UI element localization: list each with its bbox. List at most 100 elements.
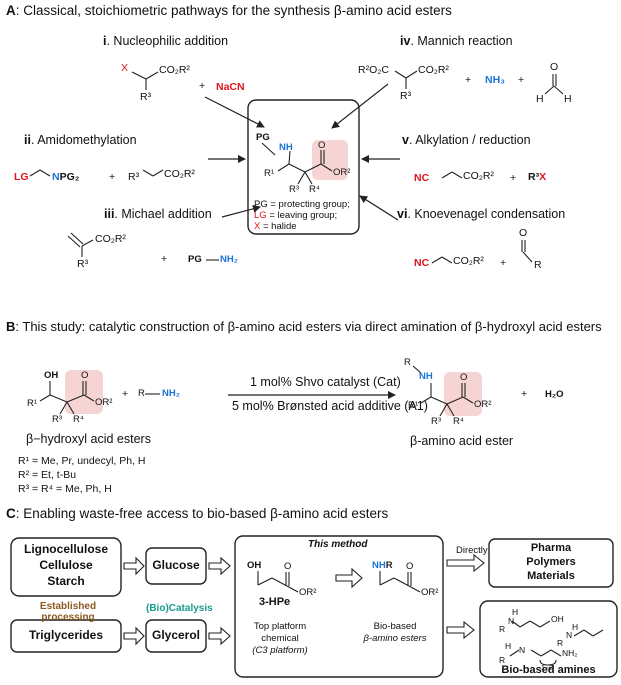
b-product-nh: NH bbox=[419, 371, 433, 382]
plus: + bbox=[518, 74, 525, 86]
hpe-label: 3-HPe bbox=[259, 596, 291, 608]
glycerol-label: Glycerol bbox=[151, 628, 201, 642]
reagent-nacn: NaCN bbox=[216, 81, 245, 93]
prod-o: O bbox=[406, 561, 414, 572]
amine2-h: H bbox=[572, 622, 579, 632]
reagent-nc: NC bbox=[414, 172, 430, 184]
amine1-h: H bbox=[512, 607, 519, 617]
reagent-r3: R³ bbox=[140, 91, 152, 103]
hpe-oh: OH bbox=[247, 560, 262, 571]
target-box bbox=[247, 99, 360, 235]
center-r3: R³ bbox=[289, 184, 300, 195]
reagent-co2r2-iii: CO₂R² bbox=[95, 233, 126, 245]
section-a-title: A: Classical, stoichiometric pathways fo… bbox=[6, 3, 452, 18]
b-product-r4: R⁴ bbox=[453, 416, 464, 427]
legend-lg: LG = leaving group; bbox=[254, 210, 338, 221]
pathway-vi: vi. Knoevenagel condensation bbox=[397, 207, 566, 221]
pharma-box bbox=[488, 538, 614, 588]
directly-label: Directly bbox=[456, 545, 488, 556]
reagent-co2r2-iv: CO₂R² bbox=[418, 64, 449, 76]
amine1-n: N bbox=[508, 616, 515, 626]
b-product-r3: R³ bbox=[431, 416, 442, 427]
b-reactant-r3: R³ bbox=[52, 414, 63, 425]
scope-r1: R¹ = Me, Pr, undecyl, Ph, H bbox=[18, 455, 146, 467]
section-c-title: C: Enabling waste-free access to bio-bas… bbox=[6, 506, 389, 521]
reagent-r3-iii: R³ bbox=[77, 258, 89, 270]
center-pg: PG bbox=[256, 132, 270, 143]
reagent-h1: H bbox=[536, 93, 544, 105]
arrow-iii bbox=[221, 204, 261, 218]
pathway-ii: ii. Amidomethylation bbox=[24, 133, 137, 147]
center-molecule bbox=[261, 142, 333, 185]
arrow-i bbox=[204, 96, 265, 128]
b-product-r: R bbox=[404, 357, 411, 368]
b-product-o: O bbox=[460, 372, 468, 383]
b-product-or2: OR² bbox=[474, 399, 492, 410]
section-b-title: B: This study: catalytic construction of… bbox=[6, 319, 602, 334]
pathway-iii: iii. Michael addition bbox=[104, 207, 212, 221]
reagent-r2o2c: R²O₂C bbox=[358, 64, 389, 76]
b-amine-r: R bbox=[138, 388, 145, 399]
plus: + bbox=[161, 253, 168, 265]
pathway-i: i. Nucleophilic addition bbox=[103, 34, 229, 48]
reagent-pg: PG bbox=[188, 254, 202, 265]
glycerol-box bbox=[145, 619, 207, 653]
reagent-r3-ii: R³ bbox=[128, 171, 140, 183]
amines-label: Bio-based amines bbox=[501, 664, 596, 676]
b-reactant-or2: OR² bbox=[95, 397, 113, 408]
b-reactant-o: O bbox=[81, 370, 89, 381]
amine3-nh2: NH₂ bbox=[562, 648, 578, 658]
plus: + bbox=[109, 171, 116, 183]
hollow-arrow-4 bbox=[208, 626, 231, 646]
water: H₂O bbox=[545, 389, 564, 400]
reagent-r-vi: R bbox=[534, 259, 542, 271]
amine1-r: R bbox=[499, 624, 506, 634]
amine3-h: H bbox=[505, 641, 512, 651]
hpe-o: O bbox=[284, 561, 292, 572]
scope-r3r4: R³ = R⁴ = Me, Ph, H bbox=[18, 483, 112, 495]
b-product-highlight bbox=[444, 372, 482, 416]
hpe-or2: OR² bbox=[299, 587, 317, 598]
amine3-r: R bbox=[499, 655, 506, 665]
prod-or2: OR² bbox=[421, 587, 439, 598]
hollow-arrow-method bbox=[335, 567, 363, 589]
b-product-name: β-amino acid ester bbox=[410, 434, 514, 448]
plus: + bbox=[465, 74, 472, 86]
reagent-npg2: NPG₂ bbox=[52, 171, 80, 183]
reagent-r3x: R³X bbox=[528, 171, 547, 183]
reagent-r3-iv: R³ bbox=[400, 90, 412, 102]
acid-line: 5 mol% Brønsted acid additive (A1) bbox=[232, 399, 428, 413]
reagent-nc-vi: NC bbox=[414, 257, 430, 269]
reagent-o-vi: O bbox=[519, 227, 528, 239]
reagent-h2: H bbox=[564, 93, 572, 105]
center-r1: R¹ bbox=[264, 168, 275, 179]
amine3-n: N bbox=[519, 645, 526, 655]
legend-pg: PG = protecting group; bbox=[254, 199, 350, 210]
hollow-arrow-directly bbox=[446, 553, 485, 573]
amine2-n: N bbox=[566, 630, 573, 640]
center-nh: NH bbox=[279, 142, 293, 153]
biocatalysis-label: (Bio)Catalysis bbox=[146, 603, 213, 614]
reagent-o: O bbox=[550, 61, 559, 73]
amines-box bbox=[479, 600, 618, 678]
reagent-x: X bbox=[121, 62, 129, 74]
b-reactant-oh: OH bbox=[44, 370, 59, 381]
method-title: This method bbox=[308, 539, 368, 550]
hollow-arrow-1 bbox=[123, 556, 145, 576]
catalyst-line: 1 mol% Shvo catalyst (Cat) bbox=[250, 375, 401, 389]
glucose-box bbox=[145, 547, 207, 585]
reagent-co2r2-vi: CO₂R² bbox=[453, 255, 484, 267]
b-reactant-r4: R⁴ bbox=[73, 414, 84, 425]
b-reactant-name: β−hydroxyl acid esters bbox=[26, 432, 151, 446]
plus: + bbox=[500, 257, 507, 269]
glucose-label: Glucose bbox=[152, 558, 200, 572]
reagent-nh3: NH₃ bbox=[485, 74, 506, 86]
b-product-r1: R¹ bbox=[408, 400, 419, 411]
plus: + bbox=[199, 80, 206, 92]
